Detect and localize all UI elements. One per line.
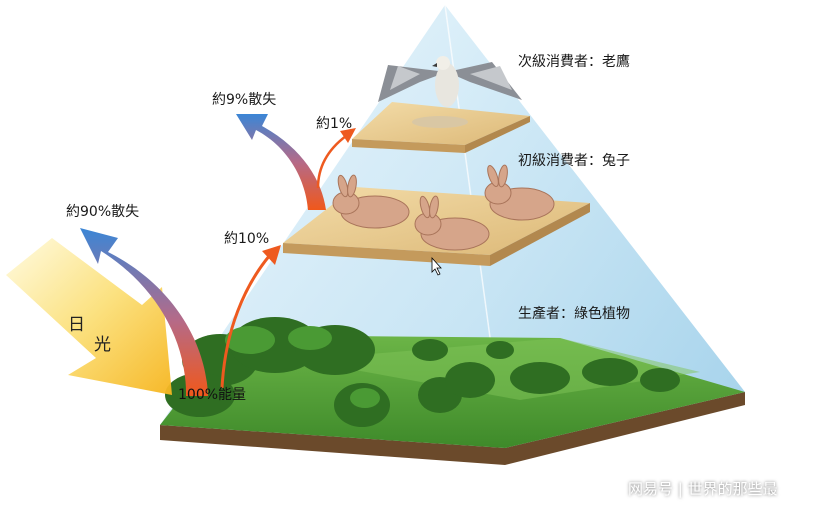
label-100-percent-energy: 100%能量 <box>178 387 247 403</box>
label-loss-9-percent: 約9%散失 <box>212 92 277 108</box>
label-10-percent: 約10% <box>224 231 270 247</box>
label-primary-consumer: 初級消費者：兔子 <box>518 153 630 169</box>
arrow-9-percent-loss <box>236 114 326 210</box>
rabbit-figures <box>332 164 555 251</box>
label-secondary-consumer: 次級消費者：老鷹 <box>518 54 630 70</box>
label-producer: 生產者：綠色植物 <box>518 306 630 322</box>
watermark: 网易号 | 世界的那些最 <box>628 480 778 498</box>
label-sunlight-char-2: 光 <box>94 335 111 355</box>
label-sunlight-char-1: 日 <box>68 315 85 335</box>
soil-base <box>160 392 745 465</box>
sunlight-arrow <box>6 238 172 395</box>
arrow-10-percent <box>220 254 272 389</box>
label-1-percent: 約1% <box>316 116 353 132</box>
eagle-figure <box>378 56 522 107</box>
mouse-cursor-icon <box>431 256 442 276</box>
arrow-1-percent <box>316 135 347 189</box>
label-loss-90-percent: 約90%散失 <box>66 204 140 220</box>
arrow-90-percent-loss <box>80 228 208 396</box>
